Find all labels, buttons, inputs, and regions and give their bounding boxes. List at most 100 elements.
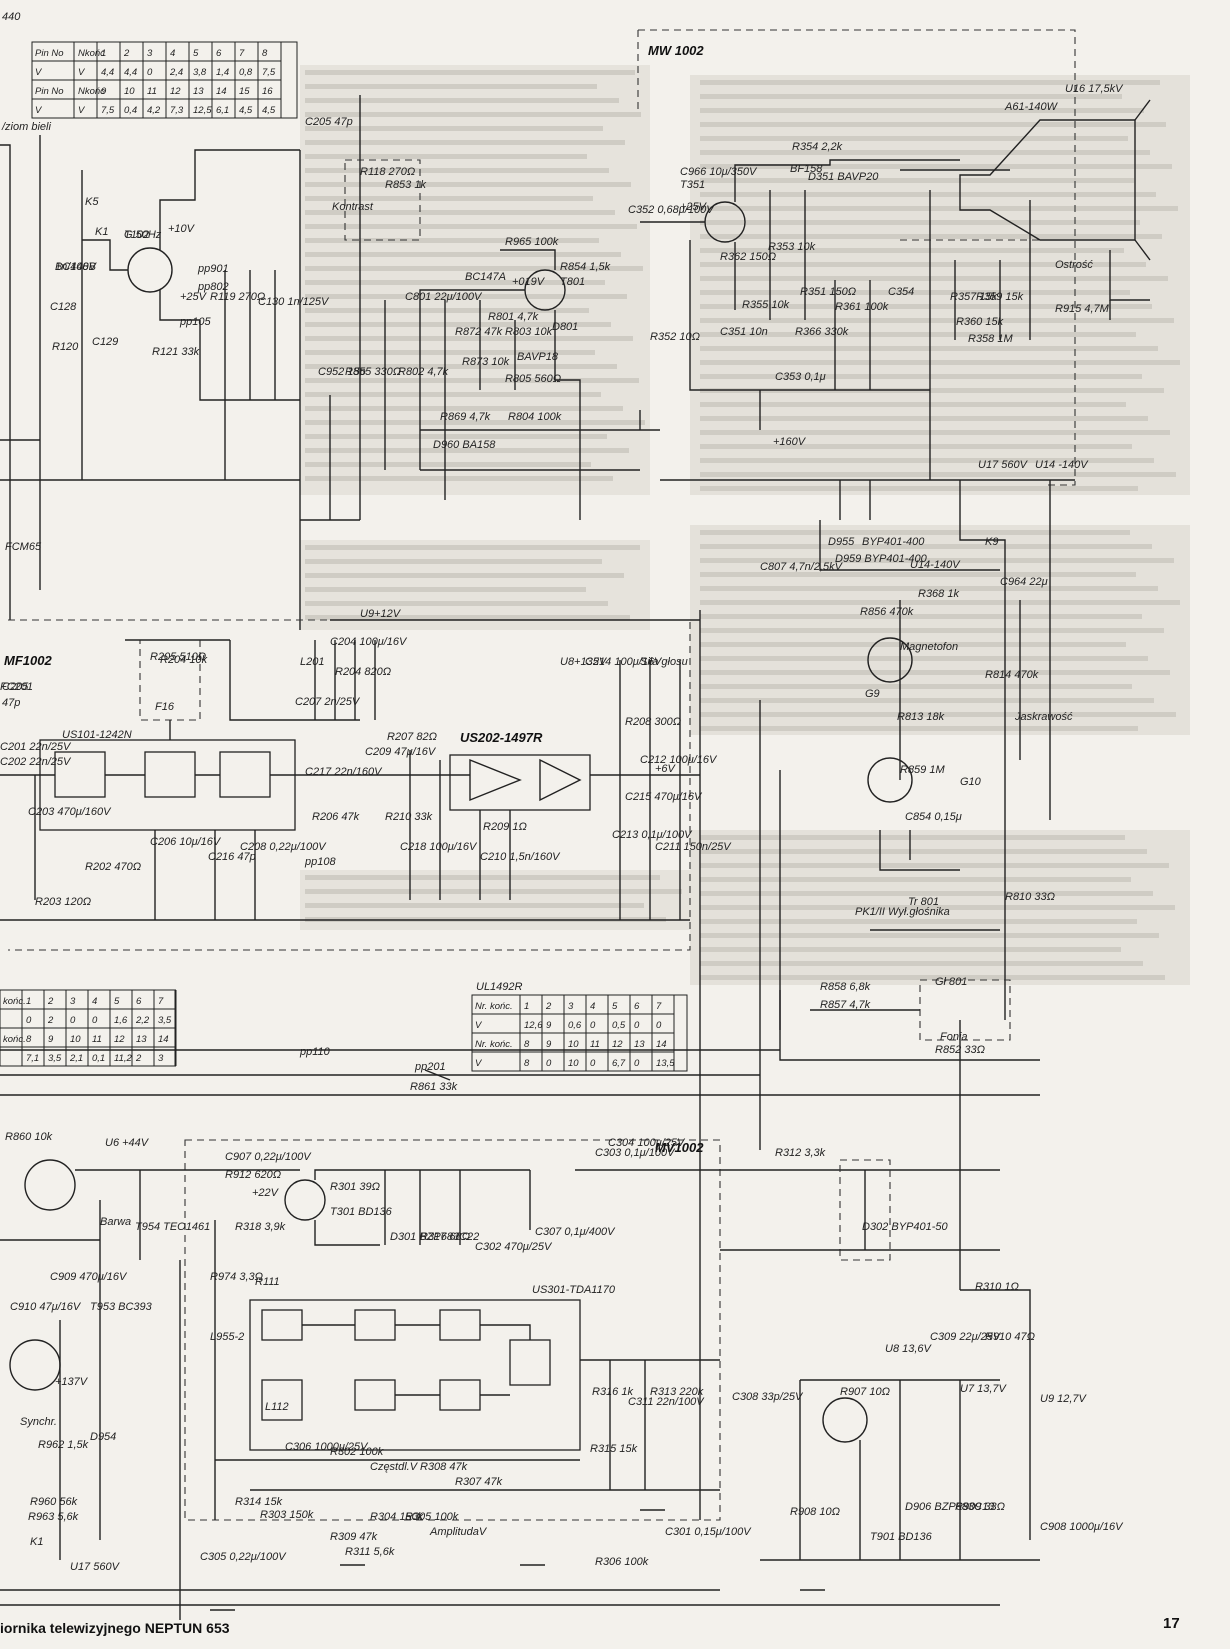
component-label: C217 22n/160V [305, 766, 383, 778]
component-label: L201 [300, 656, 324, 668]
component-label: C207 2n/25V [295, 696, 361, 708]
component-label: R873 10k [462, 356, 510, 368]
table-top-cell: 12 [170, 86, 181, 97]
component-label: 1n/400V [55, 261, 98, 273]
component-label: BC148B [55, 261, 96, 273]
table-left-cell: 3 [70, 996, 76, 1007]
table-top-cell: 2 [123, 48, 130, 59]
table-ul-cell: 13 [634, 1039, 645, 1050]
faded-text-line [700, 248, 1124, 253]
table-top-cell: 7,5 [262, 67, 276, 78]
faded-text-line [700, 863, 1169, 868]
table-ul-cell: 14 [656, 1039, 667, 1050]
faded-text-line [305, 196, 593, 201]
table-top-cell: 14 [216, 86, 227, 97]
voltage-160v: +160V [773, 436, 807, 448]
table-left-cell: 11,2 [114, 1053, 133, 1064]
table-left-cell: końc. [3, 1034, 26, 1045]
component-label: C354 [888, 286, 914, 298]
table-left-cell: 0,1 [92, 1053, 105, 1064]
component-label: Synchr. [20, 1416, 57, 1428]
table-left-cell: 9 [48, 1034, 54, 1045]
table-ul-cell: V [475, 1020, 483, 1031]
component-label: R358 1M [968, 333, 1013, 345]
table-top-cell: V [78, 105, 86, 116]
faded-text-line [305, 889, 682, 894]
component-label: R313 220k [650, 1386, 704, 1398]
component-label: L112 [265, 1401, 289, 1413]
faded-text-line [305, 70, 635, 75]
component-label: D301 BZP683C22 [390, 1231, 479, 1243]
component-label: R307 47k [455, 1476, 503, 1488]
component-label: Magnetofon [900, 641, 958, 653]
component-label: R302 100k [330, 1446, 384, 1458]
faded-text-line [700, 220, 1140, 225]
crt-label: A61-140W [1004, 101, 1059, 113]
faded-text-line [305, 294, 627, 299]
faded-text-line [305, 252, 621, 257]
component-label: R814 470k [985, 669, 1039, 681]
component-label: PK1/II Wył.głośnika [855, 906, 950, 918]
table-ul-cell: 0 [656, 1020, 662, 1031]
faded-text-line [700, 472, 1176, 477]
component-label: U17 560V [70, 1561, 121, 1573]
component-label: C209 47μ/16V [365, 746, 437, 758]
component-label: C128 [50, 301, 77, 313]
component-label: R857 4,7k [820, 999, 871, 1011]
edge-label-440: 440 [2, 11, 21, 23]
component-label: L955-2 [210, 1331, 244, 1343]
component-label: Gł 801 [935, 976, 967, 988]
faded-text-line [305, 601, 608, 606]
table-left-cell: 0 [26, 1015, 32, 1026]
component-label: R910 47Ω [985, 1331, 1035, 1343]
table-top-cell: 1 [101, 48, 106, 59]
component-label: C214 100μ/16V [585, 656, 663, 668]
voltage-u9b: U9 12,7V [1040, 1393, 1088, 1405]
faded-text-line [700, 276, 1168, 281]
component-label: Częstdl.V [370, 1461, 419, 1473]
table-top-cell: 5 [193, 48, 199, 59]
faded-text-line [700, 318, 1174, 323]
component-label: C352 0,68μ/100V [628, 204, 715, 216]
faded-text-line [700, 726, 1138, 731]
faded-text-line [305, 126, 603, 131]
table-ul-cell: 0,6 [568, 1020, 582, 1031]
faded-text-line [700, 108, 1144, 113]
component-label: C302 470μ/25V [475, 1241, 553, 1253]
faded-text-line [305, 266, 643, 271]
component-label: C306 1000μ/25V [285, 1441, 369, 1453]
table-top-cell: 6 [216, 48, 222, 59]
table-ul-cell: 0 [634, 1020, 640, 1031]
faded-text-line [305, 378, 639, 383]
component-label: R210 33k [385, 811, 433, 823]
component-label: R802 4,7k [398, 366, 449, 378]
faded-text-line [700, 388, 1164, 393]
table-top-cell: 0 [147, 67, 153, 78]
voltage-22v: +22V [252, 1187, 280, 1199]
faded-text-line [700, 600, 1180, 605]
component-label: C807 4,7n/2,5kV [760, 561, 844, 573]
table-top-cell: 9 [101, 86, 107, 97]
table-ul-cell: 8 [524, 1058, 530, 1069]
faded-text-line [700, 346, 1158, 351]
table-top-cell: 7,3 [170, 105, 184, 116]
component-label: R209 1Ω [483, 821, 527, 833]
table-left-cell: 2 [135, 1053, 142, 1064]
component-label: C210 1,5n/160V [480, 851, 561, 863]
table-top-cell: 0,4 [124, 105, 137, 116]
component-label: R306 100k [595, 1556, 649, 1568]
component-label: D351 BAVP20 [808, 171, 879, 183]
faded-text-line [305, 476, 613, 481]
faded-text-line [700, 961, 1143, 966]
component-label: D960 BA158 [433, 439, 496, 451]
voltage-019v: +019V [512, 276, 546, 288]
table-ul-cell: 7 [656, 1001, 662, 1012]
component-label: D302 BYP401-50 [862, 1221, 948, 1233]
component-label: R855 330Ω [345, 366, 401, 378]
table-top-cell: 0,8 [239, 67, 253, 78]
table-ul-cell: Nr. końc. [475, 1039, 513, 1050]
faded-text-line [305, 587, 586, 592]
faded-text-line [305, 168, 609, 173]
